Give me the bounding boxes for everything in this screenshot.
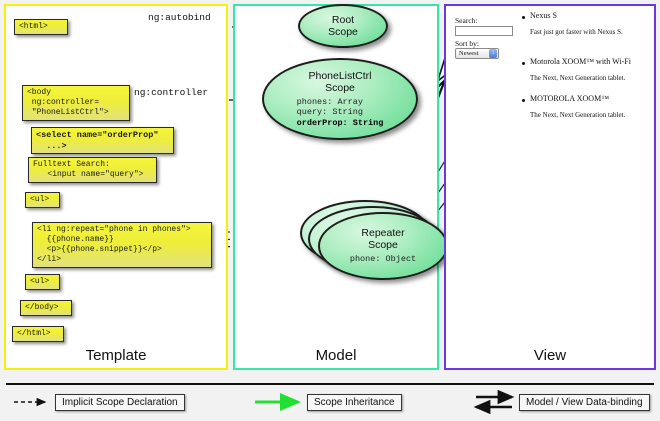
phone-list-item-1[interactable]: Nexus S [530, 11, 557, 20]
legend-divider [6, 383, 654, 385]
repeater-scope[interactable]: Repeater Scope phone: Object [318, 212, 448, 280]
sort-select-value: Newest [459, 50, 479, 57]
repeater-prop-phone: phone: Object [349, 254, 417, 265]
phonelistctrl-prop-orderprop: orderProp: String [296, 117, 384, 128]
phonelistctrl-scope-title-1: PhoneListCtrl [308, 70, 372, 83]
root-scope-title-1: Root [331, 13, 355, 26]
phone-bullet-3 [522, 99, 525, 102]
code-box-ul-close[interactable]: <ul> [25, 274, 60, 290]
edge-label-autobind: ng:autobind [148, 12, 211, 23]
search-label: Search: [455, 16, 478, 25]
phonelistctrl-prop-query: query: String [296, 107, 363, 118]
phone-name-1: Nexus S [530, 11, 557, 20]
legend-scope-inheritance: Scope Inheritance [307, 394, 402, 411]
repeater-scope-title-1: Repeater [361, 227, 405, 240]
view-panel: View [444, 4, 656, 370]
sort-select[interactable]: Newest ↕ [455, 48, 499, 59]
code-box-ul-open[interactable]: <ul> [25, 192, 60, 208]
search-input[interactable] [455, 26, 513, 36]
root-scope-title-2: Scope [328, 26, 358, 38]
phone-name-2: Motorola XOOM™ with Wi-Fi [530, 57, 631, 66]
model-panel-label: Model [315, 347, 357, 364]
phone-list-item-3[interactable]: MOTOROLA XOOM™ [530, 94, 609, 103]
phone-list-item-2[interactable]: Motorola XOOM™ with Wi-Fi [530, 57, 631, 66]
code-box-html-open[interactable]: <html> [14, 19, 68, 35]
legend-implicit-scope-declaration: Implicit Scope Declaration [55, 394, 185, 411]
code-box-body-close[interactable]: </body> [20, 300, 72, 316]
root-scope[interactable]: Root Scope [298, 4, 388, 48]
template-panel-label: Template [85, 347, 147, 364]
phone-snippet-1: Fast just got faster with Nexus S. [530, 28, 623, 36]
phonelistctrl-scope-title-2: Scope [325, 82, 355, 95]
repeater-scope-title-2: Scope [368, 239, 398, 252]
phone-bullet-1 [522, 16, 525, 19]
phone-snippet-2: The Next, Next Generation tablet. [530, 74, 626, 82]
phonelistctrl-prop-phones: phones: Array [296, 97, 363, 108]
code-box-search-input-tag[interactable]: Fulltext Search: <input name="query"> [28, 157, 157, 183]
chevron-down-icon: ↕ [489, 49, 497, 58]
edge-label-controller: ng:controller [134, 87, 209, 98]
legend-model-view-data-binding: Model / View Data-binding [519, 394, 650, 411]
phonelistctrl-scope[interactable]: PhoneListCtrl Scope phones: Array query:… [262, 58, 418, 140]
phone-name-3: MOTOROLA XOOM™ [530, 94, 610, 103]
view-panel-label: View [533, 347, 567, 364]
phone-bullet-2 [522, 62, 525, 65]
code-box-select-tag[interactable]: <select name="orderProp" ...> [31, 127, 174, 155]
code-box-body-open[interactable]: <body ng:controller= "PhoneListCtrl"> [22, 85, 130, 121]
phone-snippet-3: The Next, Next Generation tablet. [530, 111, 626, 119]
sort-label: Sort by: [455, 39, 479, 48]
code-box-li-repeat[interactable]: <li ng:repeat="phone in phones"> {{phone… [32, 222, 212, 268]
code-box-html-close[interactable]: </html> [12, 326, 64, 342]
